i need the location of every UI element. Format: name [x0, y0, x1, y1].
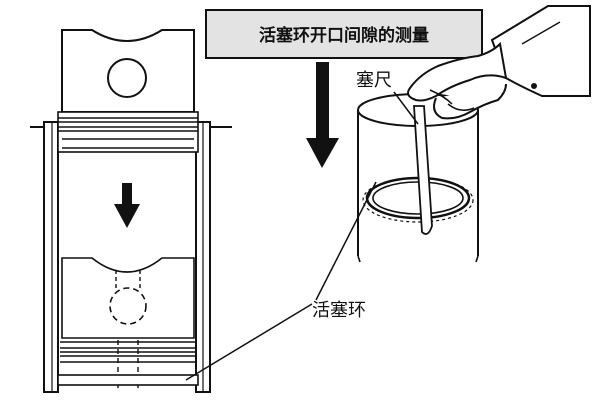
hand-icon — [407, 5, 591, 120]
feeler-gauge-blade — [413, 105, 433, 235]
push-down-arrow-left — [114, 183, 140, 228]
lower-piston-pin-bore — [109, 287, 147, 325]
piston-ring-label: 活塞环 — [312, 300, 366, 321]
lower-piston-phantom — [61, 257, 195, 339]
piston-ring-in-cylinder — [362, 176, 474, 223]
piston-ring-leader-left — [185, 303, 313, 381]
title-text: 活塞环开口间隙的测量 — [259, 25, 429, 46]
right-cylinder-assembly — [357, 93, 479, 263]
title-box: 活塞环开口间隙的测量 — [205, 9, 483, 59]
feeler-gauge-leader-line — [393, 91, 419, 125]
piston-ring-leader-right — [315, 181, 377, 301]
push-down-arrow-center — [306, 62, 339, 168]
ring-in-cylinder-bottom — [57, 374, 199, 386]
upper-piston-rings — [57, 111, 199, 153]
upper-piston-pin-bore — [107, 58, 147, 98]
feeler-gauge-label: 塞尺 — [356, 70, 392, 91]
lower-piston-rings — [60, 341, 196, 363]
upper-piston — [61, 29, 195, 113]
cylinder-wall-left — [43, 121, 59, 393]
left-cylinder-assembly — [30, 29, 232, 393]
